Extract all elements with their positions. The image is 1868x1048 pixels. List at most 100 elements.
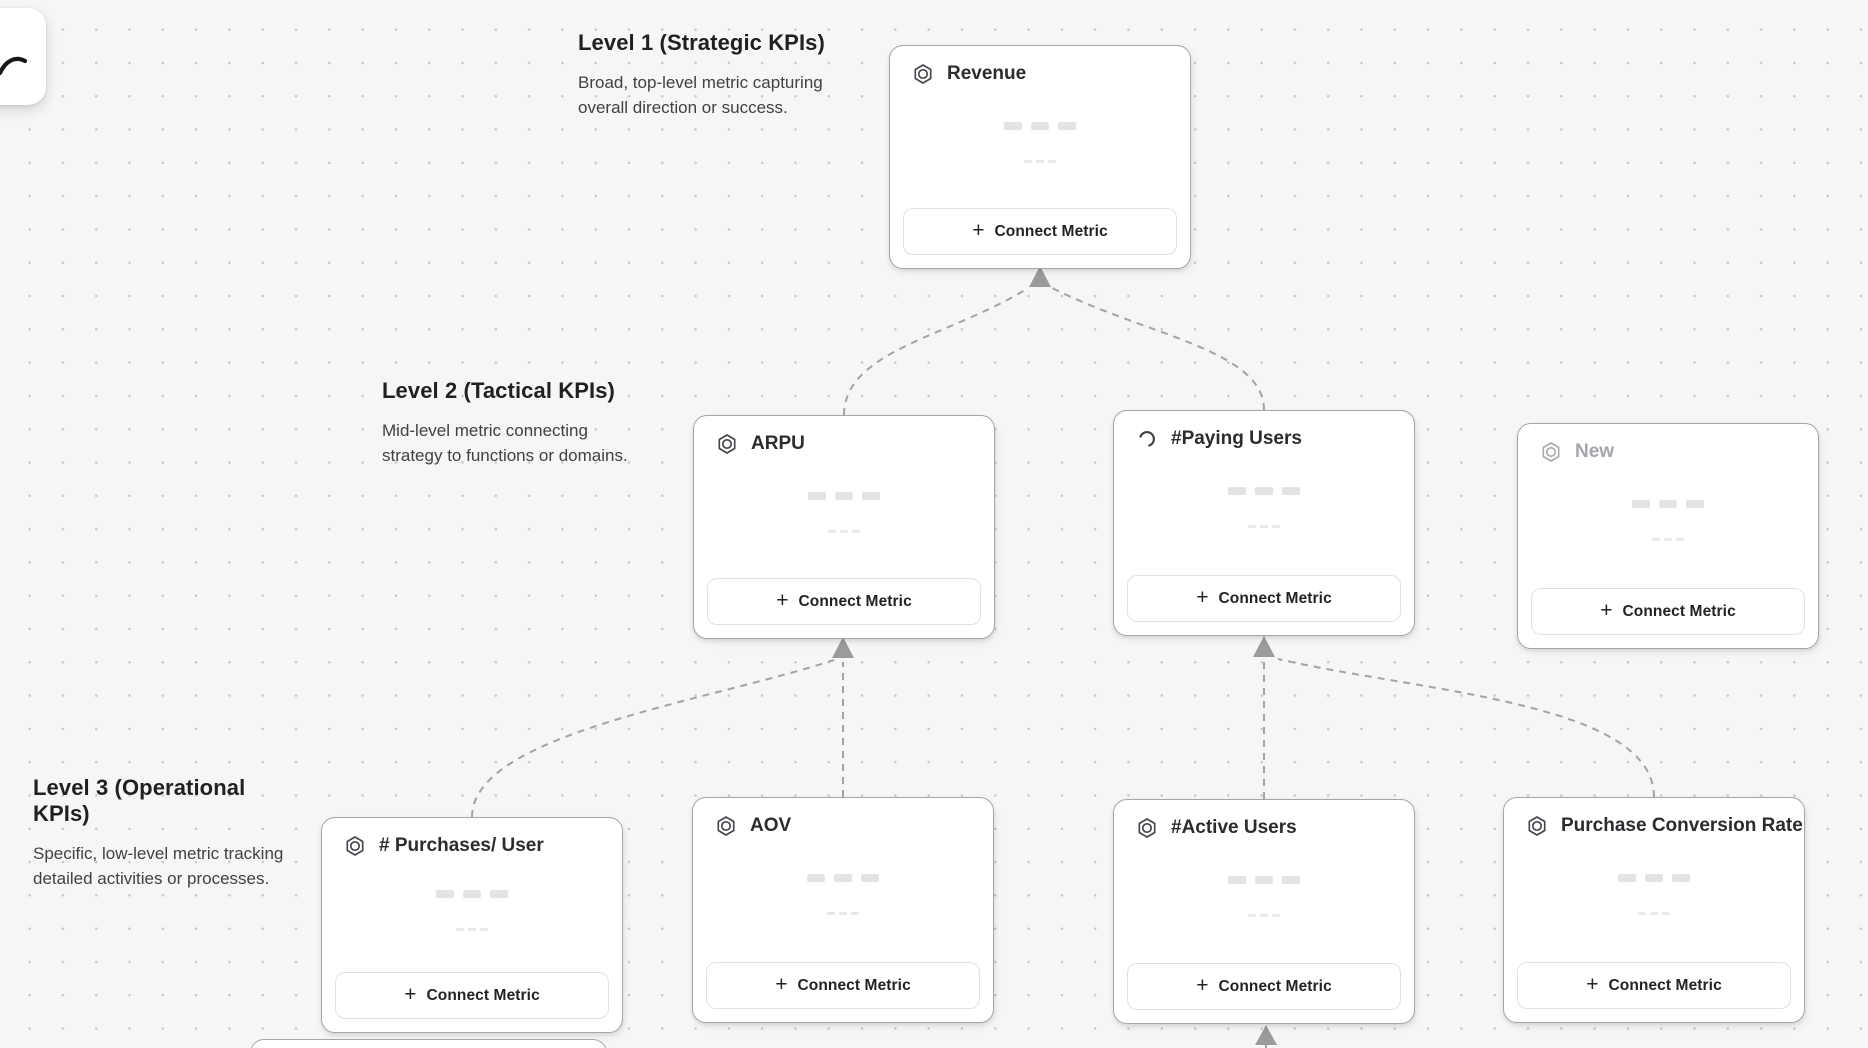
skeleton-bar	[1638, 912, 1646, 915]
metric-card-revenue[interactable]: Revenue + Connect Metric	[889, 45, 1191, 269]
connect-metric-button[interactable]: + Connect Metric	[1517, 962, 1791, 1009]
card-header: ARPU	[694, 416, 994, 455]
skeleton-row	[694, 530, 994, 533]
card-header: #Active Users	[1114, 800, 1414, 839]
edge-purchases-arpu	[471, 659, 835, 818]
hexagon-metric-icon	[717, 816, 735, 836]
connect-metric-label: Connect Metric	[426, 986, 540, 1004]
arrowhead-into-paying-users	[1253, 636, 1275, 657]
skeleton-bar	[1664, 538, 1672, 541]
card-header: New	[1518, 424, 1818, 463]
skeleton-row	[890, 160, 1190, 163]
skeleton-bar	[1672, 874, 1690, 882]
toolbar-tool-button[interactable]	[0, 8, 46, 105]
skeleton-bar	[861, 874, 879, 882]
skeleton-bar	[1024, 160, 1032, 163]
skeleton-bar	[468, 928, 476, 931]
skeleton-bar	[840, 530, 848, 533]
metric-card-paying-users[interactable]: #Paying Users + Connect Metric	[1113, 410, 1415, 636]
skeleton-bar	[1659, 500, 1677, 508]
skeleton-bar	[1048, 160, 1056, 163]
plus-icon: +	[1196, 974, 1209, 997]
skeleton-bar	[1255, 487, 1273, 495]
connect-metric-label: Connect Metric	[797, 976, 911, 994]
skeleton-bar	[852, 530, 860, 533]
card-header: Purchase Conversion Rate	[1504, 798, 1804, 837]
metric-title: Purchase Conversion Rate	[1561, 815, 1803, 836]
metric-card-purchase-conversion-rate[interactable]: Purchase Conversion Rate + Connect Metri…	[1503, 797, 1805, 1023]
skeleton-bar	[828, 530, 836, 533]
metric-card-purchases-per-user[interactable]: # Purchases/ User + Connect Metric	[321, 817, 623, 1033]
metric-title: #Paying Users	[1171, 428, 1302, 449]
metric-title: #Active Users	[1171, 817, 1297, 838]
skeleton-row	[322, 928, 622, 931]
metric-card-arpu[interactable]: ARPU + Connect Metric	[693, 415, 995, 639]
skeleton-bar	[1650, 912, 1658, 915]
skeleton-bar	[1260, 525, 1268, 528]
connect-metric-button[interactable]: + Connect Metric	[903, 208, 1177, 255]
edge-pcr-paying-users	[1277, 658, 1655, 798]
connect-metric-button[interactable]: + Connect Metric	[706, 962, 980, 1009]
metric-card-new[interactable]: New + Connect Metric	[1517, 423, 1819, 649]
connect-metric-button[interactable]: + Connect Metric	[1127, 963, 1401, 1010]
skeleton-row	[1518, 500, 1818, 508]
metric-card-aov[interactable]: AOV + Connect Metric	[692, 797, 994, 1023]
skeleton-bar	[834, 874, 852, 882]
metric-title: Revenue	[947, 63, 1027, 84]
card-header: AOV	[693, 798, 993, 837]
section-level-1: Level 1 (Strategic KPIs) Broad, top-leve…	[578, 30, 858, 120]
skeleton-row	[693, 912, 993, 915]
skeleton-bar	[1632, 500, 1650, 508]
connect-metric-button[interactable]: + Connect Metric	[1531, 588, 1805, 635]
skeleton-bar	[1228, 876, 1246, 884]
skeleton-bar	[839, 912, 847, 915]
skeleton-bar	[1645, 874, 1663, 882]
skeleton-row	[1114, 876, 1414, 884]
skeleton-bar	[463, 890, 481, 898]
skeleton-row	[890, 122, 1190, 130]
plus-icon: +	[972, 219, 985, 242]
skeleton-bar	[1272, 914, 1280, 917]
skeleton-row	[1504, 912, 1804, 915]
skeleton-row	[1114, 525, 1414, 528]
connect-metric-label: Connect Metric	[1218, 589, 1332, 607]
plus-icon: +	[1196, 586, 1209, 609]
skeleton-bar	[1652, 538, 1660, 541]
skeleton-bar	[1031, 122, 1049, 130]
skeleton-bar	[1618, 874, 1636, 882]
skeleton-row	[694, 492, 994, 500]
skeleton-bar	[480, 928, 488, 931]
skeleton-bar	[436, 890, 454, 898]
hexagon-metric-icon	[1528, 816, 1546, 836]
skeleton-bar	[1686, 500, 1704, 508]
section-title: Level 3 (Operational KPIs)	[33, 775, 246, 826]
hexagon-metric-icon	[718, 434, 736, 454]
connect-metric-label: Connect Metric	[1608, 976, 1722, 994]
skeleton-bar	[1248, 525, 1256, 528]
connect-metric-label: Connect Metric	[994, 222, 1108, 240]
hexagon-metric-icon	[346, 836, 364, 856]
skeleton-bar	[862, 492, 880, 500]
skeleton-bar	[1272, 525, 1280, 528]
hexagon-metric-icon	[1542, 442, 1560, 462]
plus-icon: +	[775, 973, 788, 996]
skeleton-bar	[1036, 160, 1044, 163]
connect-metric-button[interactable]: + Connect Metric	[335, 972, 609, 1019]
connect-metric-button[interactable]: + Connect Metric	[1127, 575, 1401, 622]
connect-metric-button[interactable]: + Connect Metric	[707, 578, 981, 625]
skeleton-bar	[1662, 912, 1670, 915]
skeleton-bar	[1058, 122, 1076, 130]
section-description: Broad, top-level metric capturing overal…	[578, 73, 823, 117]
skeleton-bar	[1282, 487, 1300, 495]
connect-metric-label: Connect Metric	[798, 592, 912, 610]
skeleton-bar	[490, 890, 508, 898]
skeleton-bar	[1004, 122, 1022, 130]
skeleton-bar	[1676, 538, 1684, 541]
edge-paying-users-revenue	[1051, 287, 1265, 411]
skeleton-bar	[1248, 914, 1256, 917]
metric-card-partial-offscreen[interactable]	[250, 1039, 607, 1048]
skeleton-row	[1114, 914, 1414, 917]
metric-card-active-users[interactable]: #Active Users + Connect Metric	[1113, 799, 1415, 1024]
plus-icon: +	[1600, 599, 1613, 622]
